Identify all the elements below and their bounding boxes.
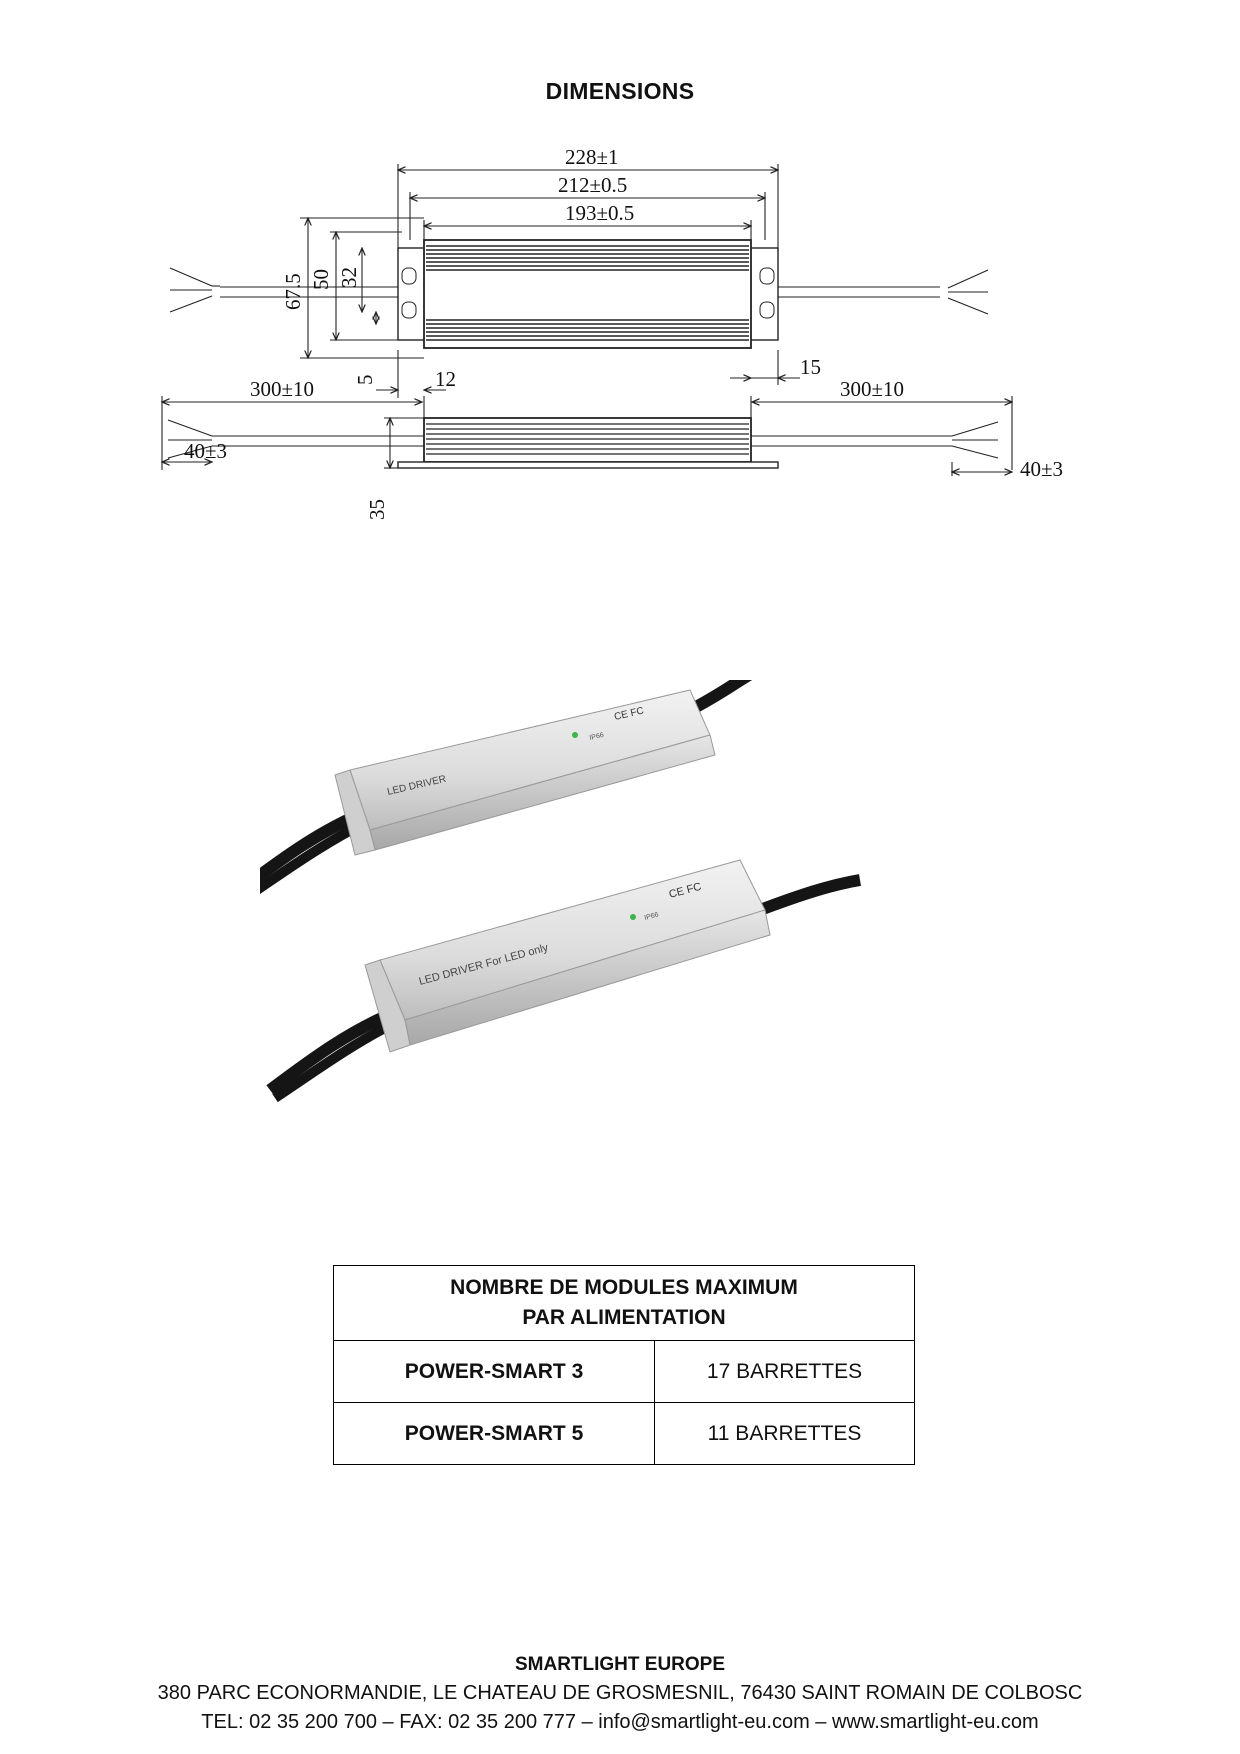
- table-row: POWER-SMART 3 17 BARRETTES: [333, 1340, 915, 1403]
- table-cell-value: 17 BARRETTES: [654, 1340, 915, 1403]
- footer-contact: TEL: 02 35 200 700 – FAX: 02 35 200 777 …: [201, 1711, 1039, 1733]
- dim-strip-left: 40±3: [184, 439, 227, 463]
- product-photo: LED DRIVER IP66 CE FC LED DRIVER For LED…: [260, 680, 861, 1103]
- table-row: POWER-SMART 5 11 BARRETTES: [333, 1402, 915, 1465]
- footer-address: 380 PARC ECONORMANDIE, LE CHATEAU DE GRO…: [157, 1682, 1083, 1704]
- table-header-line1: NOMBRE DE MODULES MAXIMUM: [450, 1276, 798, 1299]
- dim-overall-length: 228±1: [565, 145, 619, 169]
- dim-flange-right: 15: [800, 355, 821, 379]
- footer-company: SMARTLIGHT EUROPE: [514, 1654, 726, 1675]
- driver-unit-2: LED DRIVER For LED only IP66 CE FC: [266, 859, 861, 1103]
- table-cell-model: POWER-SMART 5: [333, 1402, 655, 1465]
- dim-flange-left: 12: [435, 367, 456, 391]
- table-cell-value: 11 BARRETTES: [654, 1402, 915, 1465]
- dim-lead-right: 300±10: [840, 377, 904, 401]
- dim-lead-left: 300±10: [250, 377, 314, 401]
- table-header-row: NOMBRE DE MODULES MAXIMUM PAR ALIMENTATI…: [333, 1265, 915, 1341]
- dim-overall-width: 67.5: [281, 273, 305, 310]
- dim-body-length: 193±0.5: [565, 201, 634, 225]
- dim-strip-right: 40±3: [1020, 457, 1063, 481]
- ip-rating-2: IP66: [644, 911, 660, 922]
- ip-rating-1: IP66: [589, 732, 605, 742]
- dimension-drawing: 228±1 212±0.5 193±0.5: [140, 145, 1063, 520]
- table-cell-model: POWER-SMART 3: [333, 1340, 655, 1403]
- footer: SMARTLIGHT EUROPE 380 PARC ECONORMANDIE,…: [0, 1650, 1240, 1737]
- driver-unit-1: LED DRIVER IP66 CE FC: [260, 680, 753, 894]
- dim-body-width: 50: [309, 269, 333, 290]
- dim-inner-width: 32: [337, 267, 361, 288]
- max-modules-table: NOMBRE DE MODULES MAXIMUM PAR ALIMENTATI…: [333, 1265, 915, 1465]
- dim-height: 35: [365, 499, 389, 520]
- table-header: NOMBRE DE MODULES MAXIMUM PAR ALIMENTATI…: [333, 1265, 915, 1341]
- side-view: 300±10 300±10 40±3 40±3 35: [162, 377, 1063, 520]
- page-title: DIMENSIONS: [545, 78, 695, 104]
- dim-slot-width: 5: [353, 375, 377, 386]
- table-header-line2: PAR ALIMENTATION: [522, 1306, 726, 1329]
- top-view: 228±1 212±0.5 193±0.5: [169, 145, 989, 398]
- dim-mount-pitch: 212±0.5: [558, 173, 627, 197]
